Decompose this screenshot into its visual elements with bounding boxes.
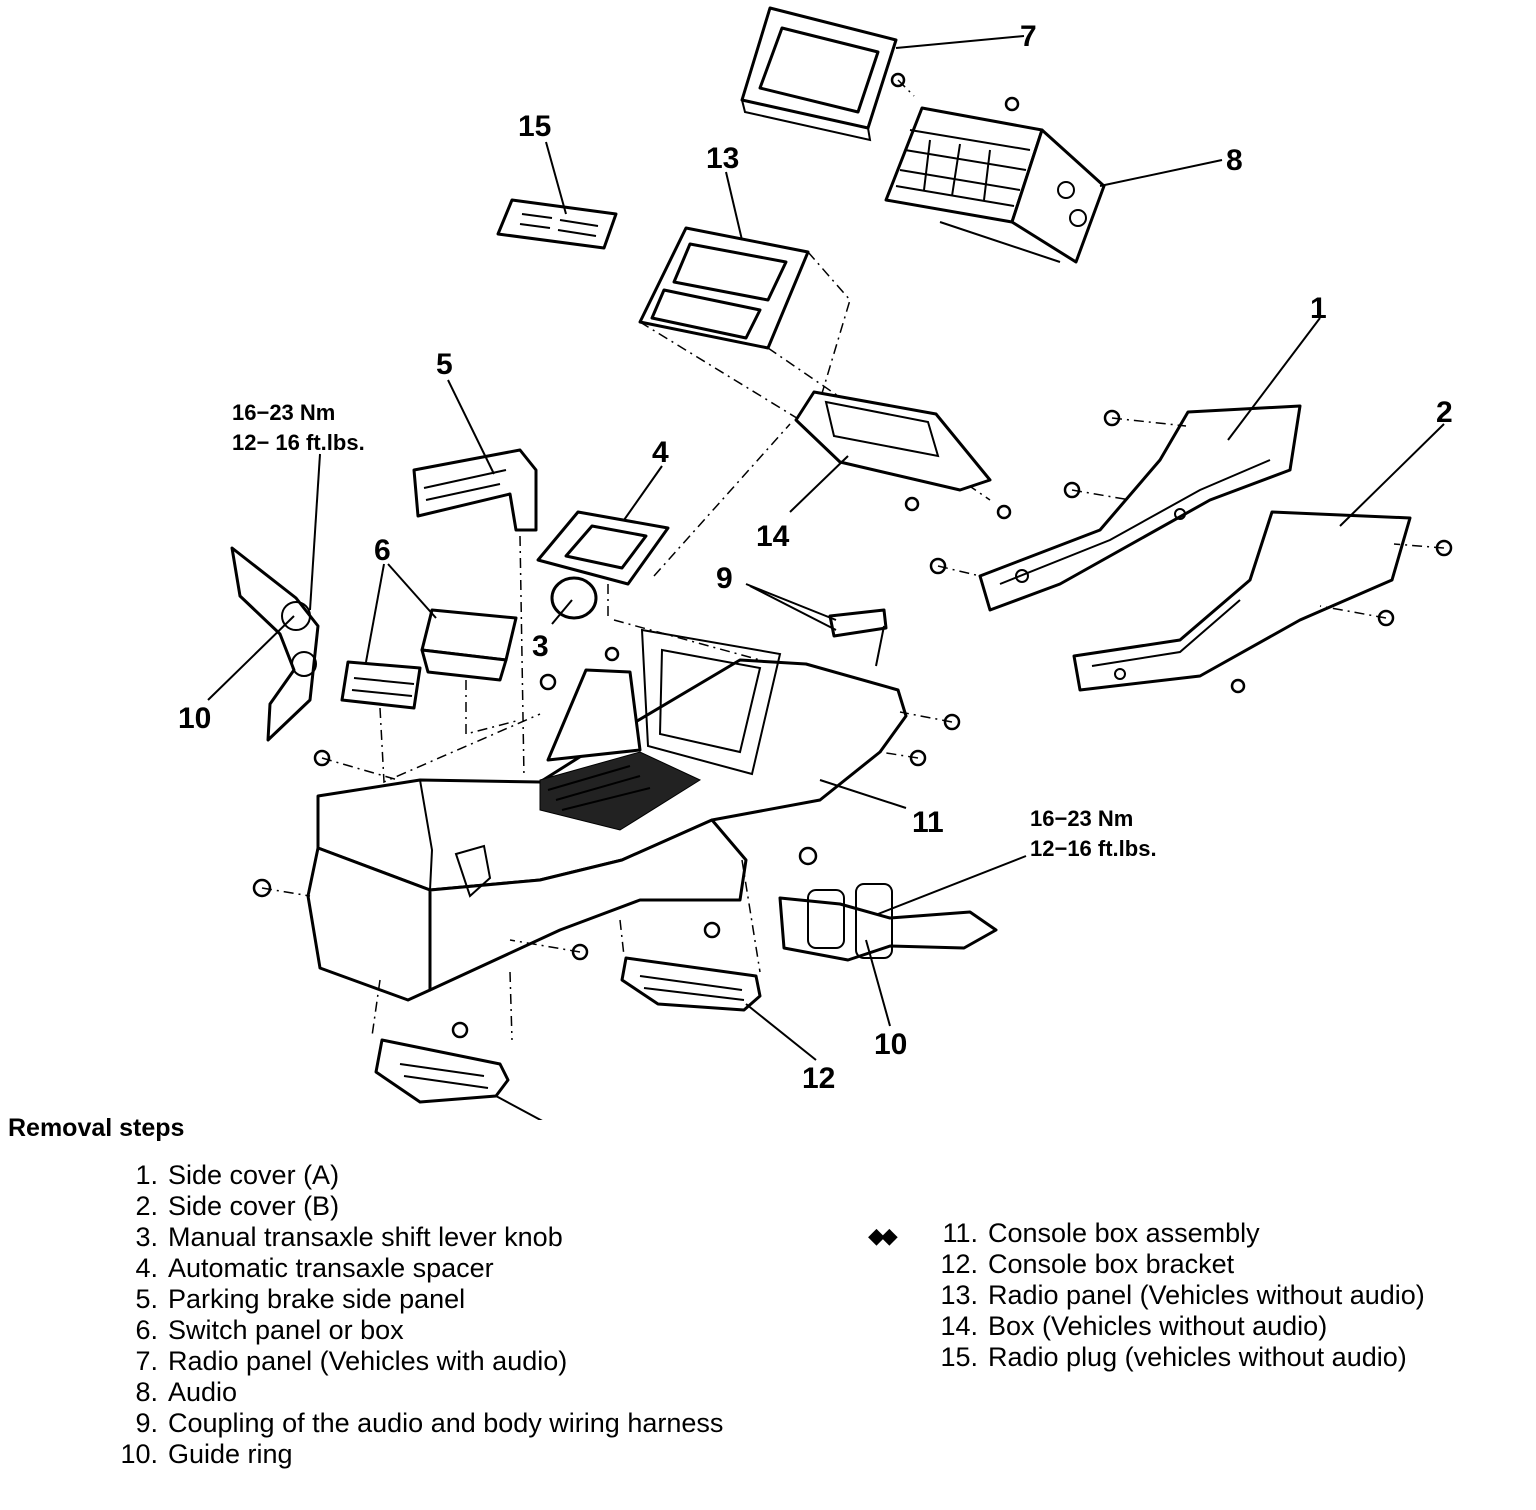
radio-panel-with-audio <box>740 6 898 142</box>
step-number: 4. <box>135 1253 158 1283</box>
step-number: 1. <box>135 1160 158 1190</box>
guide-ring-right <box>778 883 998 962</box>
removal-steps-list-left: 1. Side cover (A) 2. Side cover (B) 3. Manual… <box>100 1160 740 1470</box>
step-text: Side cover (A) <box>168 1160 340 1190</box>
removal-step: 9. Coupling of the audio and body wiring … <box>100 1408 740 1439</box>
callout-2: 2 <box>1436 396 1453 429</box>
side-cover-b <box>1072 510 1412 692</box>
automatic-transaxle-spacer <box>536 510 670 586</box>
switch-panel-or-box <box>340 608 518 710</box>
radio-plug <box>496 198 618 250</box>
step-text: Side cover (B) <box>168 1191 340 1221</box>
step-number: 14. <box>940 1311 978 1341</box>
removal-step: 3. Manual transaxle shift lever knob <box>100 1222 740 1253</box>
callout-11: 11 <box>912 806 944 839</box>
callout-10-right: 10 <box>874 1028 907 1061</box>
leader-lines <box>207 35 1445 1120</box>
step-text: Parking brake side panel <box>168 1284 466 1314</box>
wiring-harness-coupling <box>828 608 888 667</box>
callout-4: 4 <box>652 436 669 469</box>
step-text: Manual transaxle shift lever knob <box>168 1222 563 1252</box>
dashed-guides <box>261 79 1445 1041</box>
callout-6: 6 <box>374 534 391 567</box>
step-number: 2. <box>135 1191 158 1221</box>
step-number: 13. <box>940 1280 978 1310</box>
torque-right-nm: 16−23 Nm <box>1030 806 1133 831</box>
side-cover-a <box>978 404 1302 612</box>
removal-step: 8. Audio <box>100 1377 740 1408</box>
step-number: 7. <box>135 1346 158 1376</box>
removal-step: 6. Switch panel or box <box>100 1315 740 1346</box>
parking-brake-side-panel <box>412 448 538 532</box>
step-number: 5. <box>135 1284 158 1314</box>
callout-5: 5 <box>436 348 453 381</box>
step-text: Console box bracket <box>988 1249 1235 1279</box>
removal-step: 1. Side cover (A) <box>100 1160 740 1191</box>
step-text: Radio panel (Vehicles with audio) <box>168 1346 568 1376</box>
removal-step: 2. Side cover (B) <box>100 1191 740 1222</box>
callout-14: 14 <box>756 520 790 553</box>
step-text: Switch panel or box <box>168 1315 404 1345</box>
step-text: Automatic transaxle spacer <box>168 1253 494 1283</box>
step-number: 8. <box>135 1377 158 1407</box>
torque-right-ftlbs: 12−16 ft.lbs. <box>1030 836 1157 861</box>
removal-step: 7. Radio panel (Vehicles with audio) <box>100 1346 740 1377</box>
step-text: Radio plug (vehicles without audio) <box>988 1342 1407 1372</box>
step-number: 11. <box>942 1218 978 1248</box>
removal-step: 4. Automatic transaxle spacer <box>100 1253 740 1284</box>
removal-steps-list-right: ◆◆ 11. Console box assembly 12. Console box … <box>868 1218 1532 1373</box>
removal-step: 13. Radio panel (Vehicles without audio) <box>920 1280 1532 1311</box>
callout-15: 15 <box>518 110 551 143</box>
step-text: Coupling of the audio and body wiring ha… <box>168 1408 724 1438</box>
callout-3: 3 <box>532 630 549 663</box>
console-box-assembly <box>306 628 908 1002</box>
callout-1: 1 <box>1310 292 1327 325</box>
removal-step: 12. Console box bracket <box>920 1249 1532 1280</box>
removal-step: ◆◆ 11. Console box assembly <box>868 1218 1532 1249</box>
removal-step: 14. Box (Vehicles without audio) <box>920 1311 1532 1342</box>
step-number: 9. <box>135 1408 158 1438</box>
audio-unit <box>884 106 1106 264</box>
step-number: 12. <box>940 1249 978 1279</box>
torque-left-ftlbs: 12− 16 ft.lbs. <box>232 430 365 455</box>
callout-12-rear: 12 <box>802 1062 835 1095</box>
step-number: 6. <box>135 1315 158 1345</box>
removal-step: 5. Parking brake side panel <box>100 1284 740 1315</box>
shift-lever-knob <box>550 576 598 620</box>
step-text: Console box assembly <box>988 1218 1260 1248</box>
callout-10-left: 10 <box>178 702 211 735</box>
step-text: Guide ring <box>168 1439 293 1469</box>
removal-steps-heading: Removal steps <box>8 1114 185 1142</box>
guide-ring-left <box>230 546 320 742</box>
radio-panel-without-audio <box>638 226 810 350</box>
torque-left-nm: 16−23 Nm <box>232 400 335 425</box>
diamond-marker-icon: ◆◆ <box>868 1223 898 1248</box>
step-text: Audio <box>168 1377 238 1407</box>
step-text: Box (Vehicles without audio) <box>988 1311 1328 1341</box>
console-box-bracket-front <box>374 1038 510 1104</box>
exploded-view-diagram: 7 8 15 13 1 2 5 4 14 6 9 3 10 11 10 12 1… <box>178 6 1453 1120</box>
removal-step: 15. Radio plug (vehicles without audio) <box>920 1342 1532 1373</box>
callout-7: 7 <box>1020 20 1037 53</box>
box-without-audio <box>794 390 992 492</box>
step-number: 10. <box>120 1439 158 1469</box>
callout-9: 9 <box>716 562 733 595</box>
removal-step: 10. Guide ring <box>100 1439 740 1470</box>
step-number: 3. <box>135 1222 158 1252</box>
callout-13: 13 <box>706 142 739 175</box>
step-number: 15. <box>940 1342 978 1372</box>
console-box-bracket-rear <box>620 956 762 1012</box>
callout-8: 8 <box>1226 144 1243 177</box>
step-text: Radio panel (Vehicles without audio) <box>988 1280 1425 1310</box>
